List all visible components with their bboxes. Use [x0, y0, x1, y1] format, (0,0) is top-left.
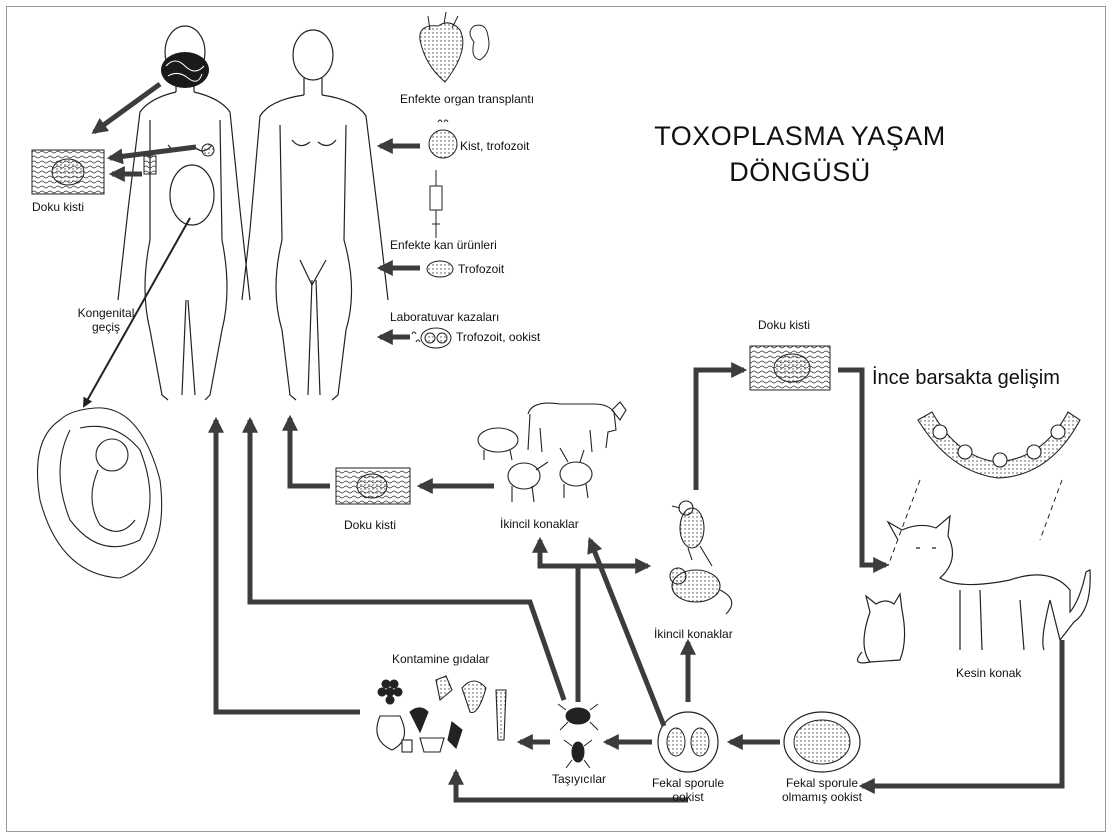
label-unsporulated-oocyst: Fekal sporule olmamış ookist	[770, 776, 874, 804]
label-organ-transplant: Enfekte organ transplantı	[400, 92, 534, 106]
label-carriers: Taşıyıcılar	[552, 772, 606, 786]
title-line-2: DÖNGÜSÜ	[630, 154, 970, 190]
breast-cyst	[202, 144, 214, 156]
farm-animals-illustration	[478, 402, 626, 502]
tissue-cyst-left	[32, 150, 104, 194]
label-small-intestine: İnce barsakta gelişim	[872, 366, 1060, 390]
label-doku-kisti-top: Doku kisti	[758, 318, 810, 332]
bird-illustration	[672, 501, 712, 566]
diagram-title: TOXOPLASMA YAŞAM DÖNGÜSÜ	[630, 118, 970, 190]
small-intestine-illustration	[918, 412, 1080, 478]
heart-kidney-illustration	[420, 12, 489, 82]
label-definitive-host: Kesin konak	[956, 666, 1021, 680]
label-congenital-2: geçiş	[66, 320, 146, 334]
label-congenital: Kongenital geçiş	[66, 306, 146, 334]
arrows	[94, 84, 1062, 800]
contaminated-food-illustration	[377, 676, 506, 752]
label-secondary-hosts-1: İkincil konaklar	[500, 517, 579, 531]
tissue-cyst-mid	[336, 468, 410, 504]
brain-illustration	[161, 52, 209, 88]
title-line-1: TOXOPLASMA YAŞAM	[630, 118, 970, 154]
label-doku-kisti-left: Doku kisti	[32, 200, 84, 214]
cat-illustration	[858, 516, 1091, 663]
label-kist-trofozoit: Kist, trofozoit	[460, 139, 529, 153]
tissue-cyst-top	[750, 346, 830, 390]
cyst-small-icon	[429, 120, 457, 158]
label-trofozoit: Trofozoit	[458, 262, 504, 276]
label-unsporulated-1: Fekal sporule	[770, 776, 874, 790]
label-lab-accidents: Laboratuvar kazaları	[390, 310, 499, 324]
arm-cyst	[144, 156, 156, 174]
label-secondary-hosts-2: İkincil konaklar	[654, 627, 733, 641]
trofozoit-icon	[427, 261, 453, 277]
lab-ookist-icon	[412, 328, 451, 348]
label-unsporulated-2: olmamış ookist	[770, 790, 874, 804]
label-sporulated-2: ookist	[640, 790, 736, 804]
label-sporulated-1: Fekal sporule	[640, 776, 736, 790]
label-trofozoit-ookist: Trofozoit, ookist	[456, 330, 540, 344]
fetus-illustration	[38, 408, 162, 578]
label-sporulated-oocyst: Fekal sporule ookist	[640, 776, 736, 804]
label-infected-blood: Enfekte kan ürünleri	[390, 238, 497, 252]
iv-bag-illustration	[430, 170, 442, 238]
insect-illustration	[558, 704, 598, 768]
sporulated-oocyst	[658, 712, 718, 772]
label-contaminated-food: Kontamine gıdalar	[392, 652, 489, 666]
human-male-figure	[242, 30, 388, 400]
label-congenital-1: Kongenital	[66, 306, 146, 320]
label-doku-kisti-mid: Doku kisti	[344, 518, 396, 532]
mouse-illustration	[670, 568, 732, 614]
unsporulated-oocyst	[784, 712, 860, 772]
